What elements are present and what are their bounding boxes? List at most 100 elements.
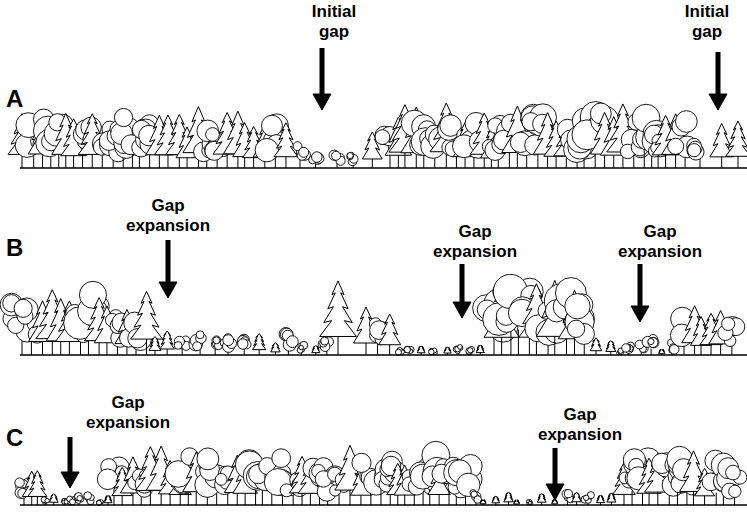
broadleaf-crown xyxy=(457,473,480,496)
tree xyxy=(160,331,175,355)
broadleaf-crown xyxy=(15,478,24,487)
conifer-crown xyxy=(274,123,298,157)
broadleaf-crown xyxy=(77,496,82,501)
ground-line xyxy=(20,167,747,169)
conifer-crown xyxy=(417,346,425,353)
broadleaf-crown xyxy=(299,345,303,349)
tree xyxy=(526,499,532,505)
tree xyxy=(104,496,112,505)
conifer-crown xyxy=(514,500,520,504)
tree xyxy=(607,493,616,505)
tree xyxy=(41,497,49,505)
broadleaf-crown xyxy=(255,139,278,162)
tree xyxy=(309,152,324,168)
broadleaf-crown xyxy=(375,130,390,145)
tree xyxy=(237,334,251,355)
panel-letter: C xyxy=(6,424,23,452)
broadleaf-crown xyxy=(312,152,323,163)
tree xyxy=(189,331,206,355)
tree xyxy=(642,334,659,355)
broadleaf-crown xyxy=(45,498,49,502)
arrow-shaft xyxy=(460,264,465,304)
conifer-crown xyxy=(492,496,500,502)
broadleaf-crown xyxy=(332,151,341,160)
broadleaf-crown xyxy=(114,108,132,126)
tree xyxy=(74,493,84,505)
tree xyxy=(297,341,308,355)
broadleaf-crown xyxy=(648,338,654,344)
tree xyxy=(252,334,265,355)
arrow-head xyxy=(61,472,79,488)
broadleaf-crown xyxy=(84,492,92,500)
tree-trunk xyxy=(244,349,245,355)
tree xyxy=(131,291,163,355)
arrow-shaft xyxy=(68,437,73,474)
conifer-crown xyxy=(379,314,401,345)
conifer-crown xyxy=(504,492,514,501)
broadleaf-crown xyxy=(668,138,684,154)
tree xyxy=(722,465,747,505)
broadleaf-crown xyxy=(429,349,435,355)
conifer-crown xyxy=(149,337,161,351)
tree xyxy=(444,455,482,505)
tree xyxy=(271,343,280,355)
conifer-crown xyxy=(28,471,47,497)
tree xyxy=(149,337,161,355)
tree xyxy=(293,142,310,168)
tree xyxy=(194,120,224,168)
broadleaf-crown xyxy=(648,337,658,347)
tree-trunk xyxy=(644,149,645,168)
tree-trunk xyxy=(300,159,301,168)
tree xyxy=(220,334,236,355)
broadleaf-crown xyxy=(567,320,584,337)
broadleaf-crown xyxy=(286,336,298,348)
tree xyxy=(453,345,463,355)
broadleaf-crown xyxy=(14,299,32,317)
broadleaf-crown xyxy=(564,490,572,498)
conifer-crown xyxy=(606,341,616,352)
broadleaf-crown xyxy=(648,337,658,347)
broadleaf-crown xyxy=(197,120,219,142)
conifer-crown xyxy=(160,331,175,349)
tree xyxy=(596,495,604,505)
broadleaf-crown xyxy=(215,474,227,486)
tree xyxy=(429,348,438,355)
broadleaf-crown xyxy=(223,335,234,346)
tree xyxy=(572,492,582,505)
gap-label: Gap expansion xyxy=(427,222,523,262)
broadleaf-crown xyxy=(676,111,698,133)
conifer-crown xyxy=(590,338,602,351)
broadleaf-crown xyxy=(193,342,202,351)
broadleaf-crown xyxy=(729,485,741,497)
gap-label: Initial gap xyxy=(671,2,743,42)
arrow-shaft xyxy=(716,52,721,96)
conifer-crown xyxy=(659,349,665,354)
tree-trunk xyxy=(114,489,115,505)
conifer-crown xyxy=(104,496,112,503)
broadleaf-crown xyxy=(688,144,701,157)
broadleaf-crown xyxy=(726,465,741,480)
tree xyxy=(279,328,298,355)
broadleaf-crown xyxy=(299,147,309,157)
tree xyxy=(590,338,602,355)
tree xyxy=(606,341,616,355)
broadleaf-crown xyxy=(458,345,463,350)
conifer-crown xyxy=(726,121,747,156)
tree xyxy=(476,345,484,355)
broadleaf-crown xyxy=(565,294,590,319)
broadleaf-crown xyxy=(528,501,531,504)
arrow-head xyxy=(453,302,471,318)
broadleaf-crown xyxy=(404,347,410,353)
tree-trunk xyxy=(632,491,633,505)
tree xyxy=(174,336,190,355)
conifer-crown xyxy=(444,347,451,353)
arrow-shaft xyxy=(320,48,325,96)
broadleaf-crown xyxy=(262,115,283,136)
arrow-head xyxy=(313,94,331,110)
tree xyxy=(320,281,357,355)
conifer-crown xyxy=(596,495,604,502)
broadleaf-crown xyxy=(404,346,410,352)
broadleaf-crown xyxy=(300,341,308,349)
gap-label: Gap expansion xyxy=(532,405,628,445)
tree xyxy=(211,336,222,355)
